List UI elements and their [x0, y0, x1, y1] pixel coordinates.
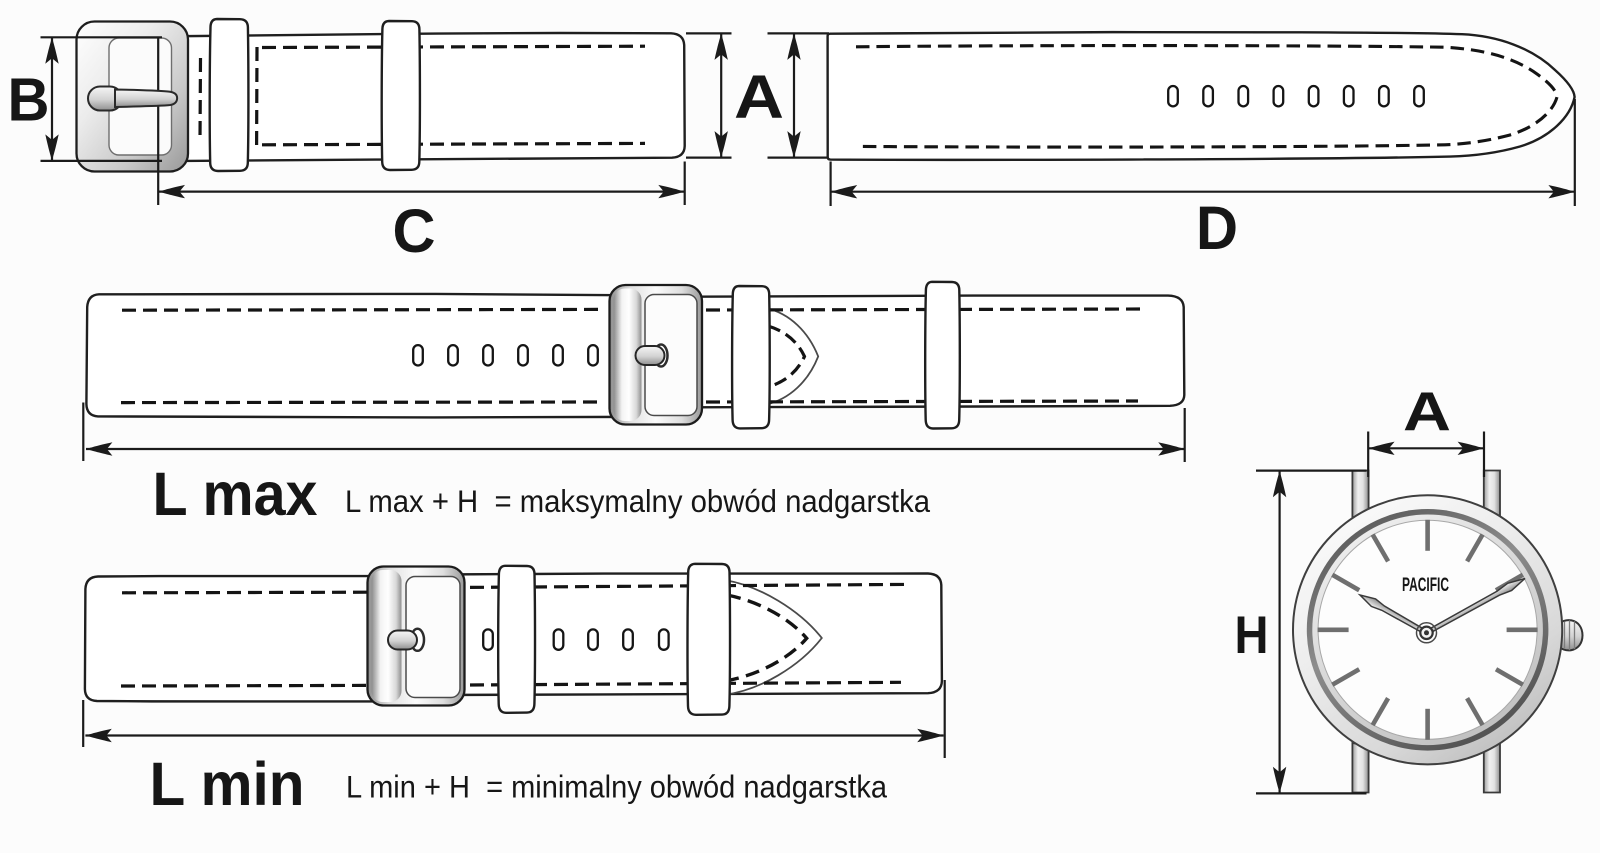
svg-text:A: A [734, 63, 784, 131]
svg-text:L min + H = minimalny obwód n: L min + H = minimalny obwód nadgarstka [346, 769, 887, 805]
svg-text:L max: L max [153, 460, 318, 528]
svg-text:C: C [393, 197, 436, 265]
svg-text:L max + H = maksymalny obwód: L max + H = maksymalny obwód nadgarstka [345, 483, 930, 519]
svg-text:D: D [1196, 194, 1238, 262]
svg-text:H: H [1235, 606, 1269, 665]
svg-text:L min: L min [150, 750, 305, 818]
svg-text:A: A [1403, 380, 1451, 442]
svg-text:B: B [8, 66, 50, 134]
svg-text:PACIFIC: PACIFIC [1402, 574, 1449, 596]
